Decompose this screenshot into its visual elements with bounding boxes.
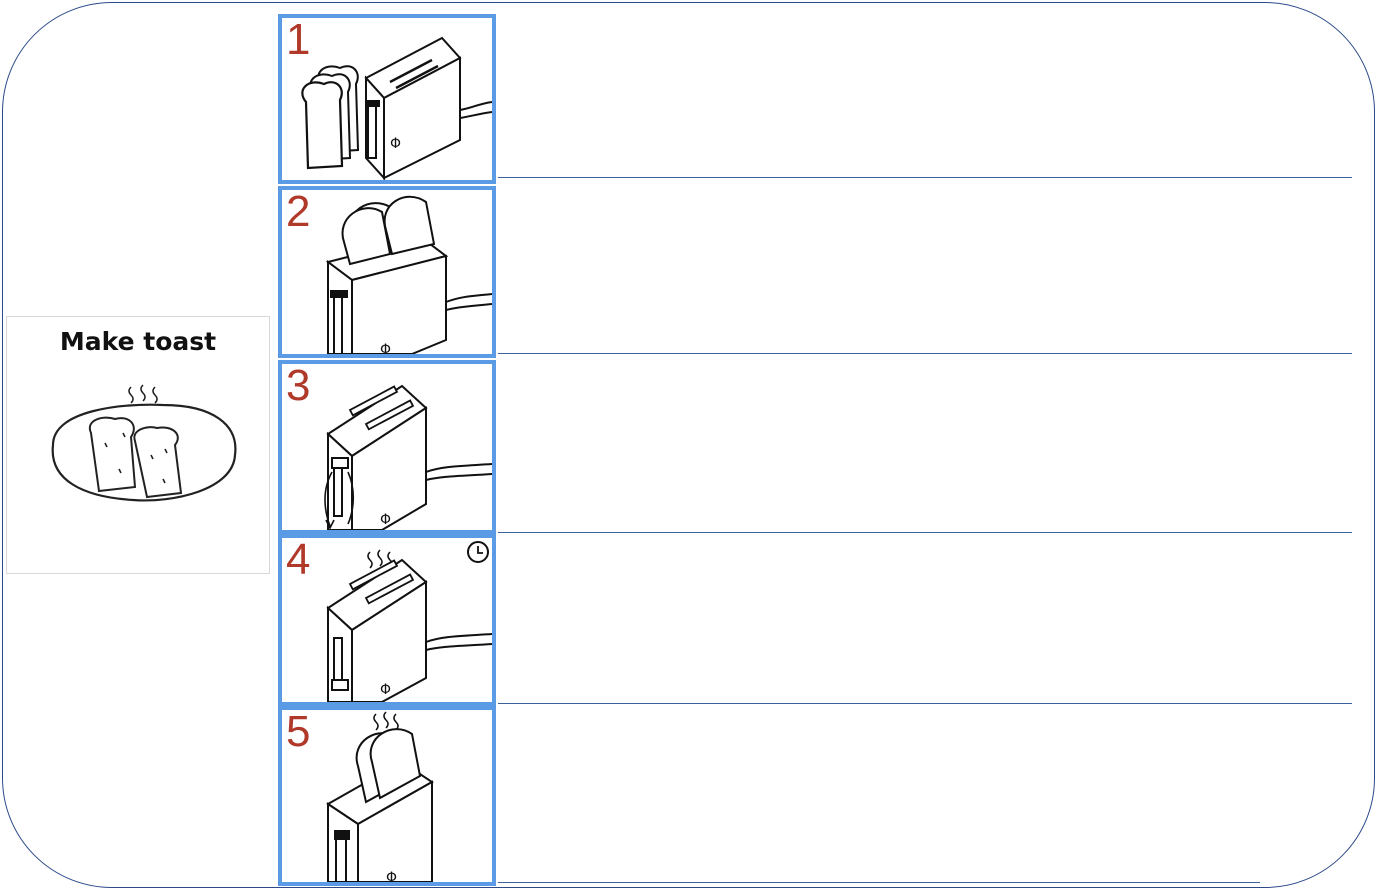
step-1-card: Φ 1 bbox=[278, 14, 496, 184]
svg-text:Φ: Φ bbox=[380, 342, 391, 354]
step-2-card: Φ 2 bbox=[278, 186, 496, 358]
step-1-number: 1 bbox=[286, 15, 311, 64]
step-2-number: 2 bbox=[286, 187, 311, 236]
step-4-card: Φ 4 bbox=[278, 534, 496, 706]
toast-pops-up-icon: Φ bbox=[326, 711, 434, 882]
step-5-number: 5 bbox=[286, 707, 311, 756]
answer-line-5 bbox=[498, 882, 1260, 883]
step-5-card: Φ 5 bbox=[278, 706, 496, 886]
toast-on-plate-icon bbox=[51, 384, 237, 502]
answer-line-1 bbox=[498, 177, 1352, 178]
step-4-number: 4 bbox=[286, 535, 311, 584]
step-3-card: Φ 3 bbox=[278, 360, 496, 534]
bread-and-toaster-icon: Φ bbox=[301, 36, 492, 180]
step-3-number: 3 bbox=[286, 361, 311, 410]
insert-bread-toaster-icon: Φ bbox=[325, 195, 492, 354]
svg-text:Φ: Φ bbox=[386, 870, 397, 882]
answer-line-2 bbox=[498, 353, 1352, 354]
answer-line-3 bbox=[498, 532, 1352, 533]
svg-text:Φ: Φ bbox=[380, 682, 391, 698]
svg-text:Φ: Φ bbox=[390, 136, 401, 152]
answer-line-4 bbox=[498, 703, 1352, 704]
push-lever-down-icon: Φ bbox=[324, 384, 492, 530]
toasting-timer-icon: Φ bbox=[326, 541, 492, 702]
svg-text:Φ: Φ bbox=[380, 512, 391, 528]
task-card: Make toast bbox=[6, 316, 270, 574]
task-title: Make toast bbox=[59, 327, 217, 356]
